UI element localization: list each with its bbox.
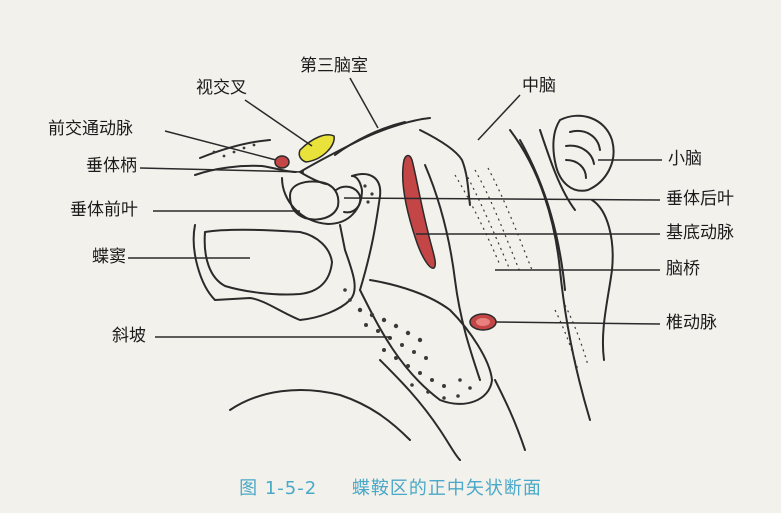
posterior-pituitary-shape (336, 187, 360, 213)
figure-caption: 图 1-5-2 蝶鞍区的正中矢状断面 (0, 474, 781, 500)
label-midbrain: 中脑 (522, 78, 556, 95)
basilar-artery-shape (403, 156, 436, 269)
pons-fibers-2 (465, 172, 510, 270)
pons-fibers-3 (475, 170, 520, 272)
clivus-bone-dots (213, 144, 472, 400)
brainstem-posterior-2 (520, 140, 565, 290)
midbrain-outline (420, 130, 470, 205)
label-sphenoid-sinus: 蝶窦 (92, 249, 126, 266)
label-cerebellum: 小脑 (668, 151, 702, 168)
leader-posterior-pituitary (344, 198, 660, 200)
leader-optic-chiasm (245, 100, 312, 146)
leader-vertebral (496, 322, 660, 324)
brainstem-posterior (510, 130, 590, 420)
figure-number: 图 1-5-2 (239, 478, 317, 499)
pons-fibers-4 (488, 168, 532, 270)
brainstem-anterior (425, 165, 480, 380)
label-clivus: 斜坡 (112, 328, 146, 345)
label-pons: 脑桥 (666, 261, 700, 278)
anterior-communicating-artery-shape (275, 156, 289, 168)
leader-acom (165, 131, 276, 160)
label-basilar-artery: 基底动脉 (666, 225, 734, 242)
label-optic-chiasm: 视交叉 (196, 80, 247, 97)
label-anterior-communicating-artery: 前交通动脉 (48, 121, 133, 138)
label-posterior-pituitary: 垂体后叶 (666, 191, 734, 208)
sphenoid-sinus-cavity (205, 230, 332, 295)
cerebellum-folia-3 (566, 160, 586, 178)
label-vertebral-artery: 椎动脉 (666, 315, 717, 332)
cerebellum-folia-1 (570, 131, 600, 150)
spinal-anterior (495, 380, 525, 450)
figure-title: 蝶鞍区的正中矢状断面 (352, 478, 542, 499)
pons-fibers-1 (455, 175, 500, 265)
label-pituitary-stalk: 垂体柄 (86, 158, 137, 175)
leader-third-ventricle (350, 78, 378, 128)
optic-chiasm-shape (299, 135, 334, 162)
anterior-pituitary-shape (290, 182, 338, 220)
cerebellum-lower (592, 200, 613, 360)
cerebellum-outline (553, 116, 613, 191)
vertebral-artery-shape (470, 314, 496, 330)
clivus-outline (360, 280, 492, 404)
leader-midbrain (478, 95, 520, 140)
label-third-ventricle: 第三脑室 (300, 58, 368, 75)
label-anterior-pituitary: 垂体前叶 (70, 202, 138, 219)
occipital-lower (230, 390, 410, 440)
